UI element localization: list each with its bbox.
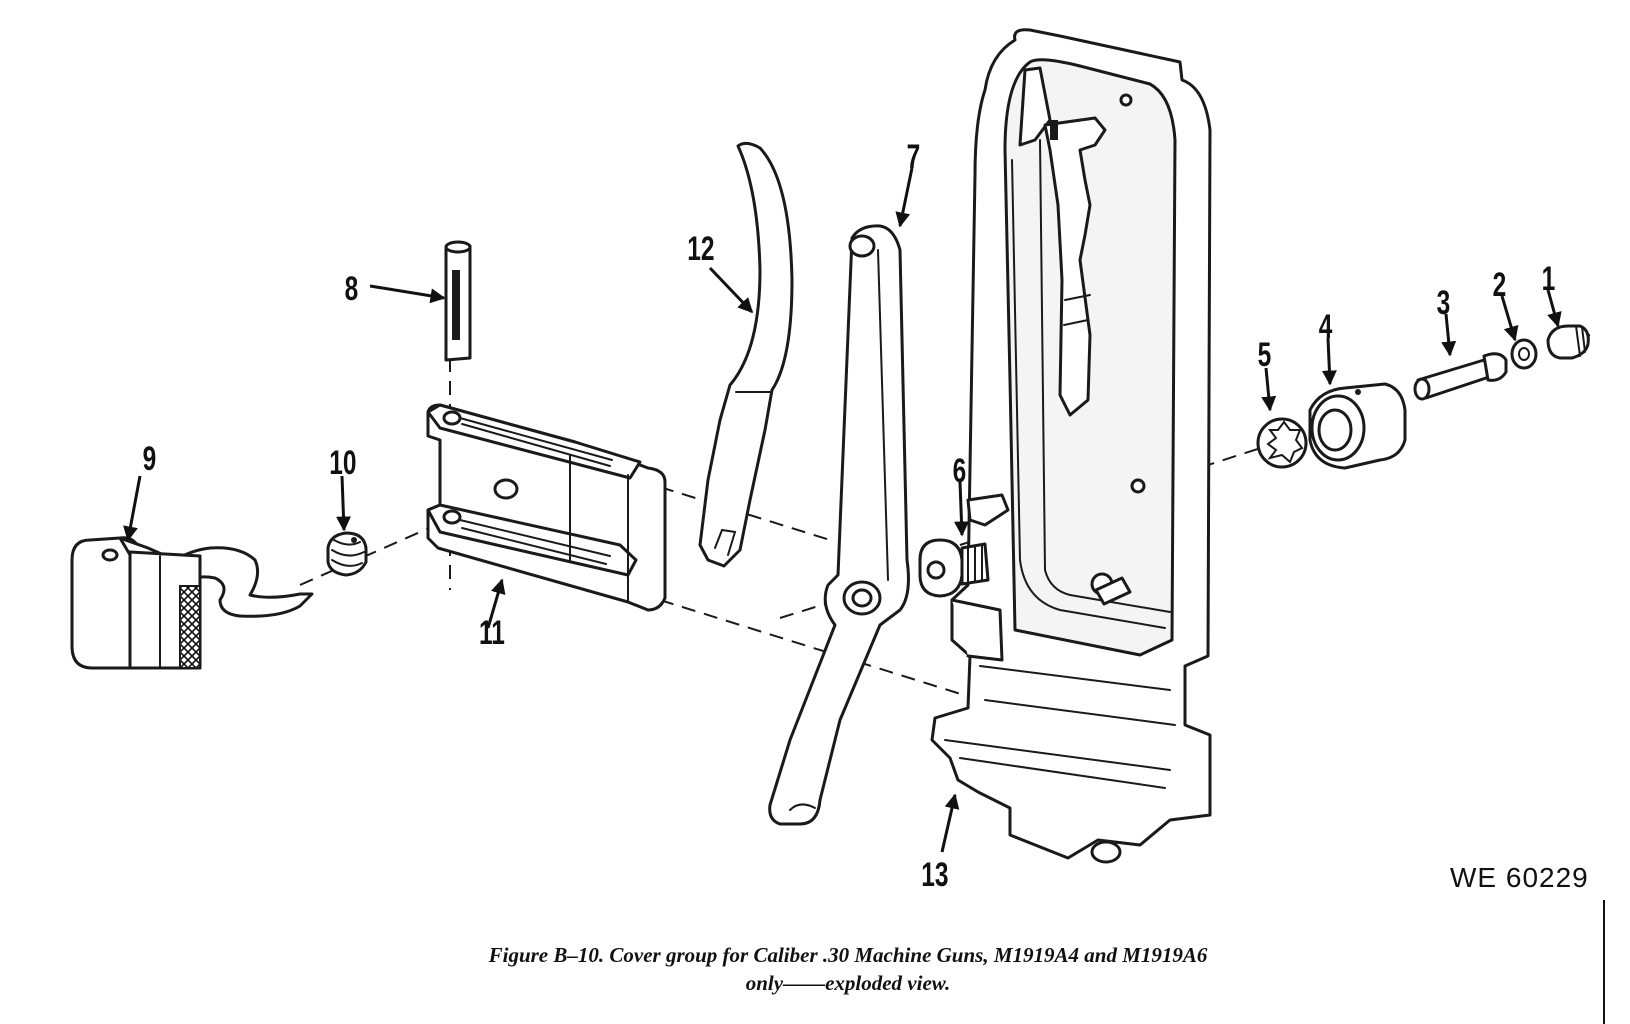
latch-part-9: [70, 536, 314, 670]
cap-part-1: [1546, 324, 1590, 360]
callout-11: 11: [479, 614, 505, 652]
callout-1: 1: [1542, 260, 1556, 298]
callout-5: 5: [1258, 336, 1272, 374]
plug-part-6: [918, 538, 990, 598]
callout-2: 2: [1493, 266, 1507, 304]
callout-labels: 1 2 3 4 5 6 7 8 9 10 11 12 13: [143, 138, 1556, 894]
washer-part-5: [1256, 417, 1308, 469]
spring-part-12: [698, 141, 794, 568]
spring-part-10: [326, 531, 368, 577]
sleeve-part-4: [1308, 382, 1407, 470]
callout-4: 4: [1319, 308, 1333, 346]
cover-part-13: [930, 28, 1212, 864]
callout-3: 3: [1437, 284, 1451, 322]
lever-part-7: [768, 224, 910, 826]
pin-part-8: [444, 240, 472, 362]
callout-9: 9: [143, 440, 157, 478]
figure-code: WE 60229: [1450, 862, 1589, 893]
callout-6: 6: [953, 452, 967, 490]
callout-10: 10: [329, 444, 356, 482]
washer-part-2: [1510, 338, 1538, 370]
callout-13: 13: [921, 856, 948, 894]
callout-leaders: [123, 167, 1562, 853]
callout-8: 8: [345, 270, 359, 308]
plunger-part-3: [1413, 352, 1508, 401]
bracket-part-11: [426, 403, 667, 612]
figure-caption-line1: Figure B–10. Cover group for Caliber .30…: [488, 943, 1208, 967]
callout-7: 7: [907, 138, 921, 176]
callout-12: 12: [687, 230, 714, 268]
figure-caption-line2: only——exploded view.: [746, 971, 951, 995]
